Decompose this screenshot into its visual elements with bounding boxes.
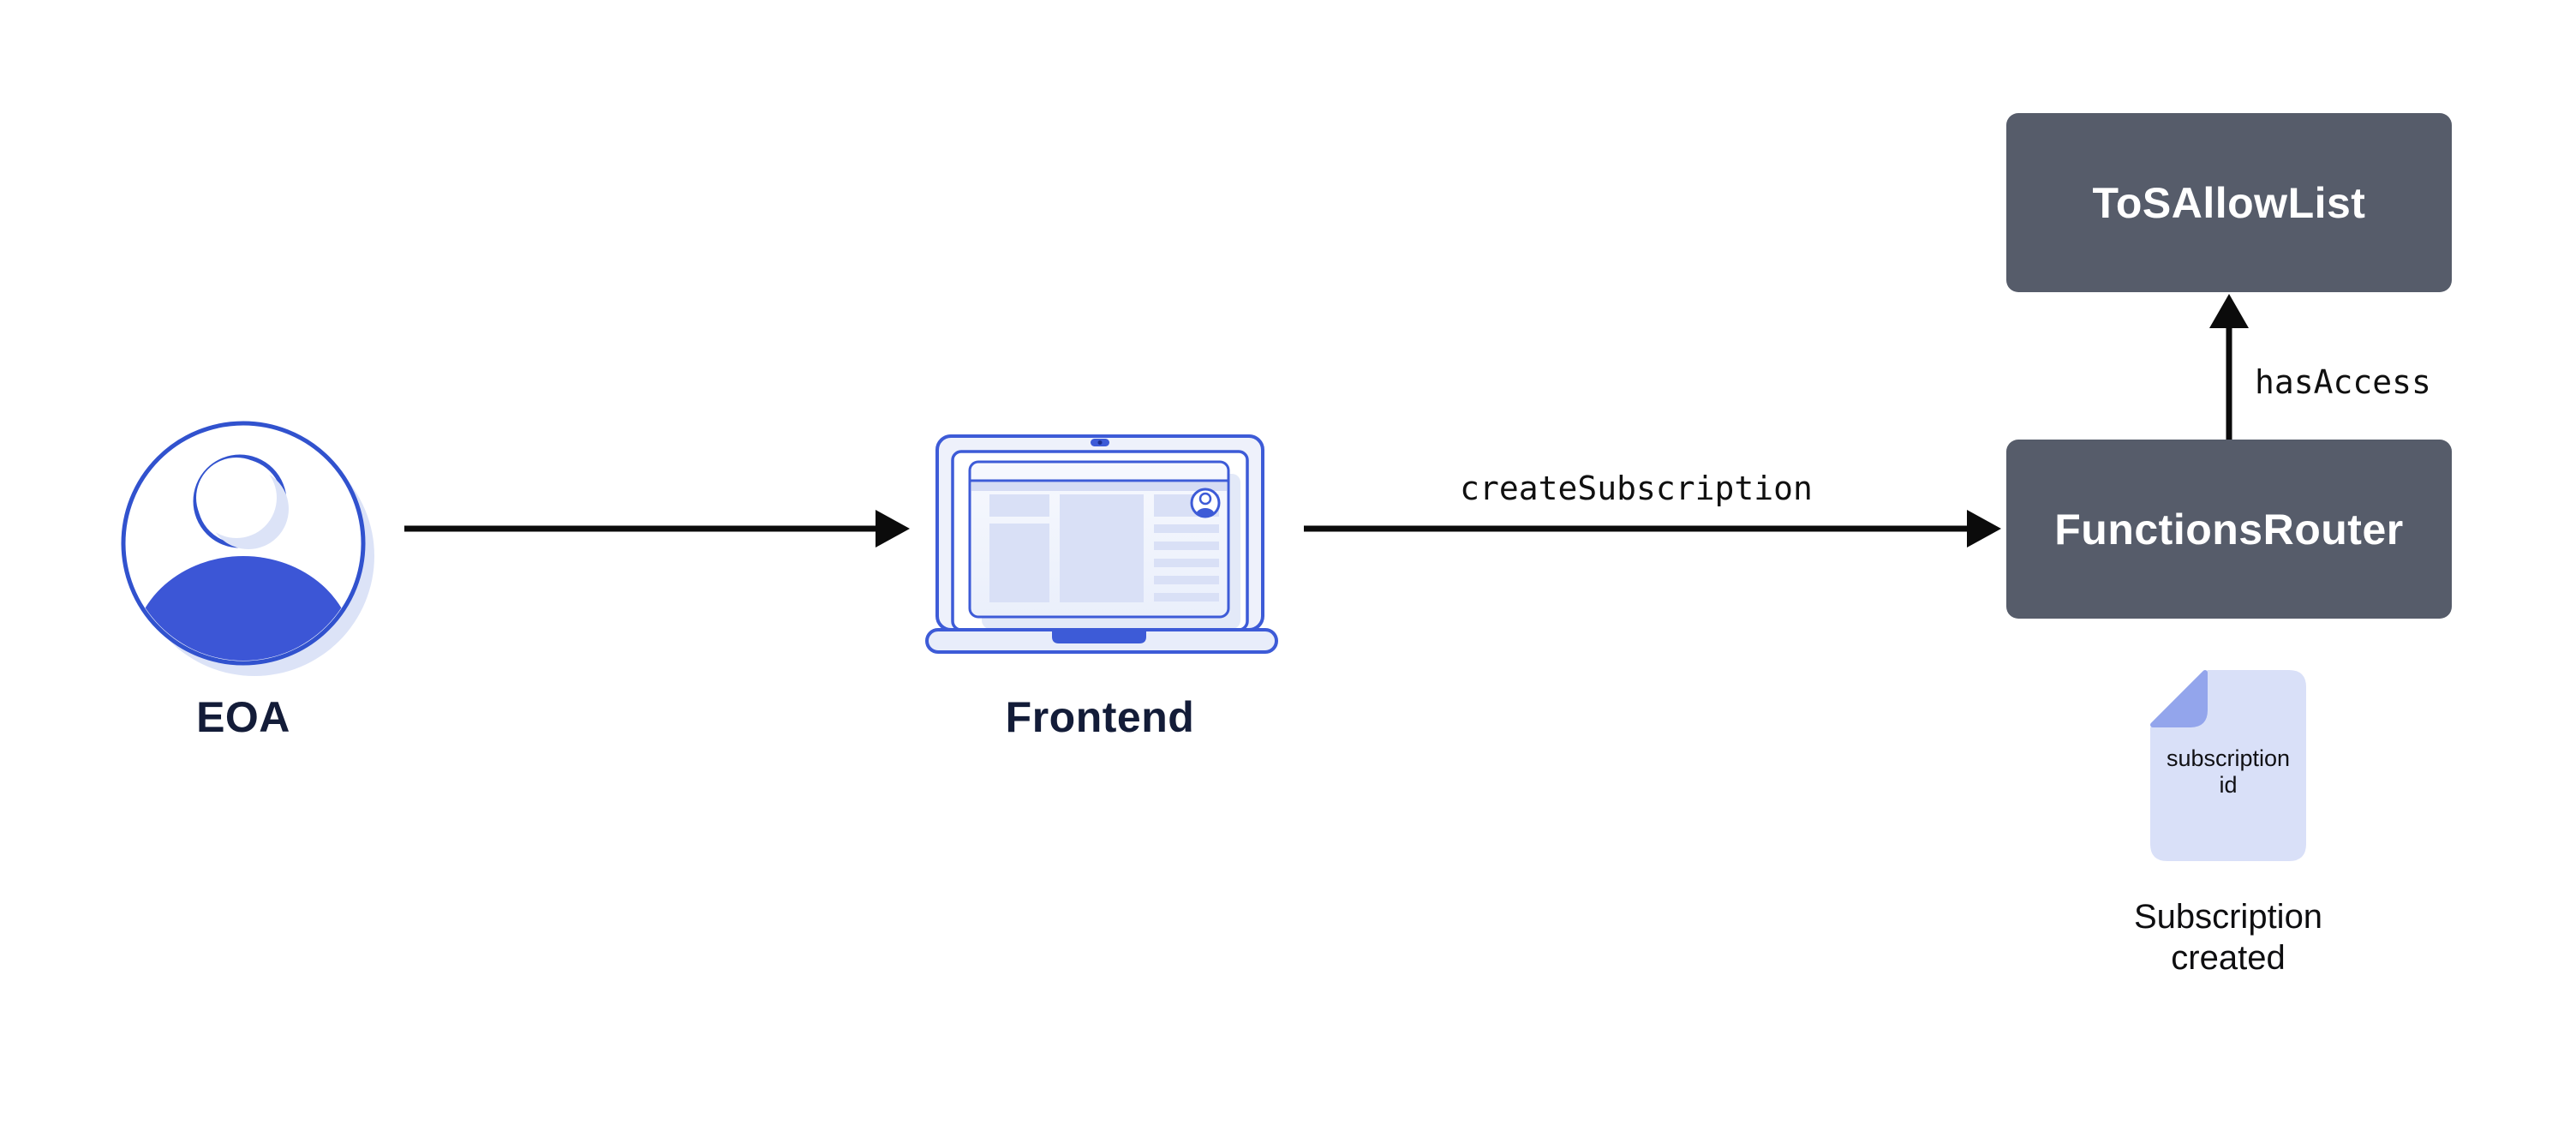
browser-window-shadow: [982, 474, 1240, 629]
avatar-outer-circle: [121, 421, 366, 666]
document-fold-corner: [2150, 670, 2208, 727]
avatar-head-ring: [193, 454, 287, 548]
edge-label-create-subscription: createSubscription: [1460, 470, 1813, 507]
arrow-head: [876, 510, 910, 548]
browser-text-line: [1154, 576, 1219, 584]
laptop-webcam-dot: [1097, 440, 1103, 445]
browser-toolbar-strip: [971, 482, 1227, 491]
browser-text-line: [1154, 524, 1219, 533]
node-tos-allow-list: ToSAllowList: [2006, 113, 2452, 292]
browser-block: [1060, 494, 1144, 602]
avatar-drop-shadow: [134, 436, 374, 676]
laptop-screen: [951, 450, 1249, 631]
node-tos-allow-list-label: ToSAllowList: [2092, 178, 2366, 227]
arrow-head: [1967, 510, 2001, 548]
browser-user-head: [1198, 492, 1212, 506]
arrow-eoa-to-frontend: [404, 510, 910, 548]
node-frontend-label: Frontend: [1005, 693, 1195, 741]
node-eoa-label: EOA: [196, 693, 290, 741]
laptop-base: [925, 628, 1278, 654]
browser-text-line: [1154, 542, 1219, 550]
laptop-webcam: [1091, 439, 1109, 446]
browser-user-icon: [1190, 488, 1221, 518]
browser-text-line: [1154, 593, 1219, 601]
node-functions-router-label: FunctionsRouter: [2054, 505, 2404, 554]
avatar-head: [196, 458, 277, 538]
document-text-line1: subscription: [2166, 745, 2291, 771]
browser-window: [968, 460, 1230, 619]
document-text: subscription id: [2143, 745, 2314, 799]
caption-line2: created: [2171, 939, 2286, 977]
browser-block: [1154, 494, 1219, 517]
node-functions-router: FunctionsRouter: [2006, 440, 2452, 619]
laptop-base-notch: [1052, 631, 1146, 643]
arrow-router-to-toslist: [2209, 294, 2249, 440]
browser-user-shoulders: [1196, 508, 1215, 517]
arrow-frontend-to-router: [1304, 510, 2001, 548]
subscription-created-caption: Subscription created: [2100, 896, 2357, 978]
browser-block: [989, 494, 1049, 517]
edge-label-has-access: hasAccess: [2255, 363, 2431, 401]
laptop-shell: [935, 434, 1264, 631]
browser-text-line: [1154, 559, 1219, 567]
browser-block: [989, 524, 1049, 602]
laptop-icon: [925, 434, 1278, 654]
document-text-line2: id: [2219, 772, 2238, 798]
caption-line1: Subscription: [2133, 898, 2323, 936]
avatar-head-shadow: [208, 469, 289, 549]
arrow-head: [2209, 294, 2249, 328]
